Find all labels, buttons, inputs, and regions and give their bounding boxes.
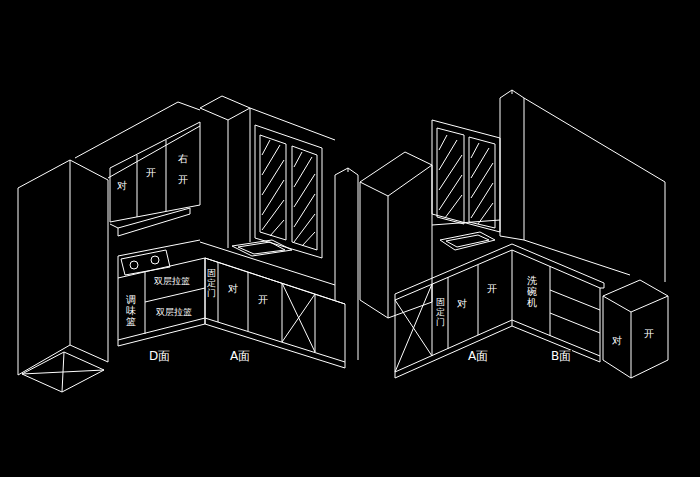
door-label: 开 [486, 283, 498, 294]
door-label: 开 [257, 294, 269, 305]
shelf [110, 208, 190, 236]
tall-cabinet [18, 160, 108, 375]
counter-d [118, 240, 205, 278]
window [432, 120, 500, 232]
floor-drain [22, 352, 104, 392]
window-hatch [439, 135, 493, 224]
drawer-label: 双层拉篮 [153, 277, 191, 287]
appliance-label: 洗碗机 [526, 275, 538, 308]
base-cabinet-d [118, 258, 205, 346]
door-label: 开 [643, 328, 655, 339]
face-label: D面 [148, 350, 171, 363]
door-label: 固定门 [435, 298, 446, 328]
burner [151, 256, 159, 264]
base-cabinet-a [395, 250, 512, 378]
door-label: 开 [145, 167, 157, 178]
face-label: A面 [229, 350, 251, 363]
door-label: 固定门 [206, 269, 217, 299]
burner [130, 261, 138, 269]
column [500, 90, 524, 240]
face-label: B面 [550, 350, 572, 363]
refrigerator [603, 280, 668, 378]
door-label: 对 [116, 180, 128, 191]
base-cabinet-b [512, 244, 604, 362]
drawer-label: 调味篮 [125, 294, 137, 327]
right-wall [524, 98, 665, 282]
window [255, 125, 322, 258]
base-cabinet-a [205, 258, 345, 368]
upper-cabinet [110, 122, 200, 222]
door-label: 右 [177, 153, 189, 164]
wall-line [250, 108, 358, 360]
counter-a [395, 220, 512, 300]
door-label: 对 [611, 335, 623, 346]
drawer-label: 双层拉篮 [155, 308, 193, 318]
window-hatch [262, 140, 315, 246]
door-label: 对 [456, 298, 468, 309]
door-label: 开 [177, 174, 189, 185]
sink [440, 232, 495, 250]
stove [121, 250, 170, 275]
column [200, 96, 250, 248]
sink [232, 240, 292, 256]
door-label: 对 [227, 283, 239, 294]
face-label: A面 [467, 350, 489, 363]
